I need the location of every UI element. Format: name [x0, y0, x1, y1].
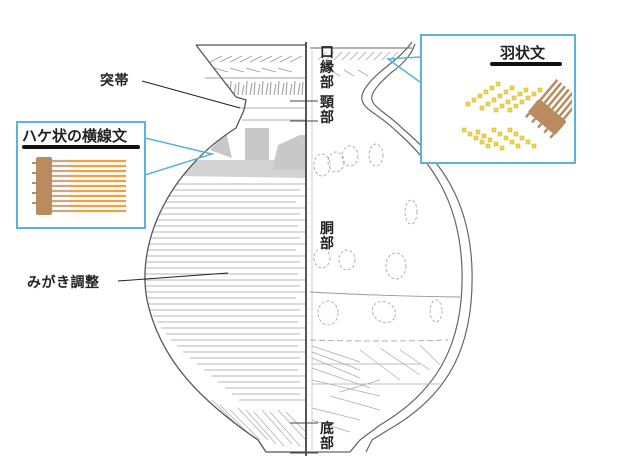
- callout-hake-title: ハケ状の横線文: [22, 127, 128, 145]
- callout-hane-title: 羽状文: [500, 44, 546, 62]
- vessel-section-half: [306, 41, 473, 453]
- zone-base: 底部: [320, 421, 334, 452]
- hane-pattern-illustration: [462, 78, 572, 151]
- label-migaki: みがき調整: [27, 275, 100, 291]
- label-toutai: 突帯: [100, 73, 129, 89]
- callout-hake: ハケ状の横線文: [16, 121, 146, 229]
- zone-neck: 頸部: [320, 95, 334, 126]
- hane-callout-connector: [385, 56, 421, 83]
- zone-body: 胴部: [320, 221, 334, 252]
- hake-brush-illustration: [32, 157, 126, 215]
- title-underline: [490, 62, 562, 66]
- vessel-outline-left: [144, 44, 306, 453]
- migaki-leader: [117, 272, 229, 282]
- callout-hane: 羽状文: [420, 34, 576, 164]
- vessel-exterior-half: [144, 55, 306, 447]
- zone-rim: 口縁部: [320, 45, 334, 91]
- title-underline: [22, 145, 140, 149]
- toutai-leader: [141, 80, 241, 109]
- center-axis: [290, 42, 318, 456]
- hake-callout-connector: [144, 137, 215, 176]
